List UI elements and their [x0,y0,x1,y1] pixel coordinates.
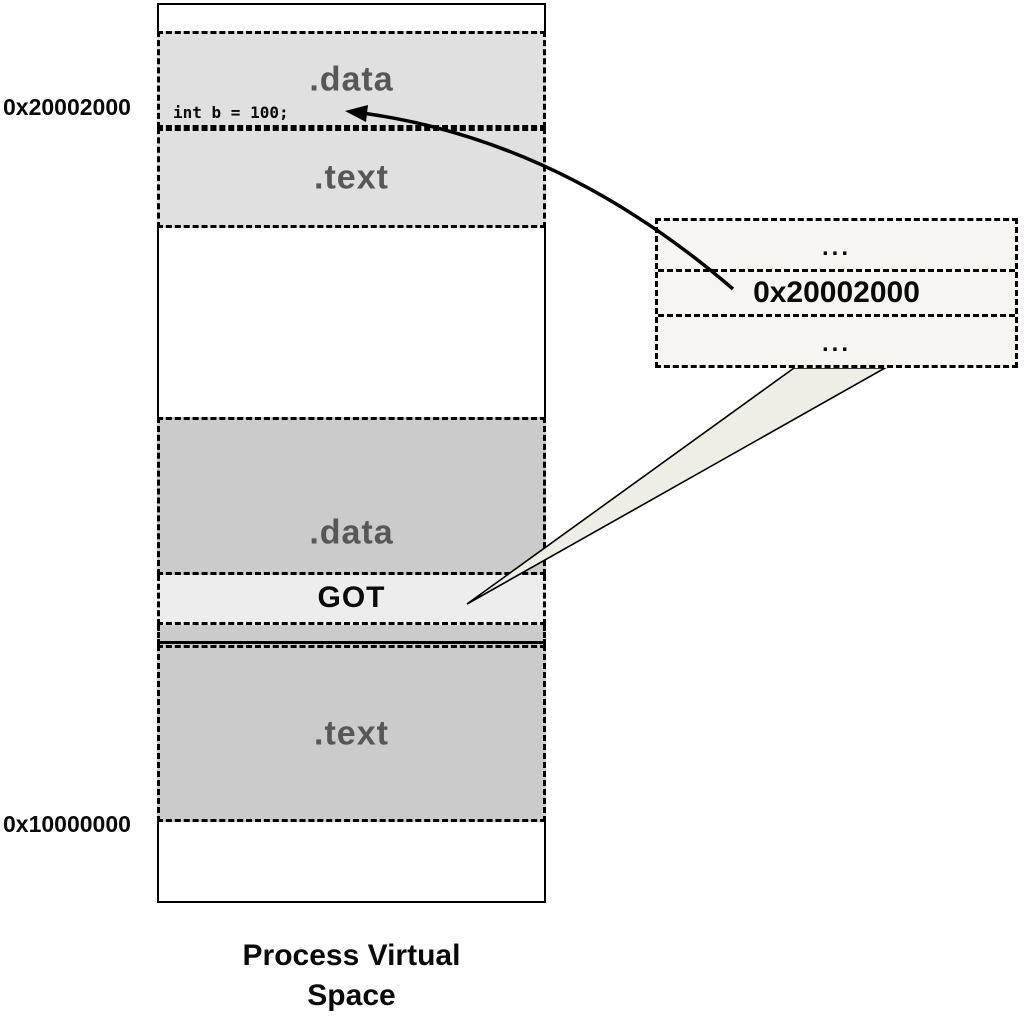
exe-data-label: .data [309,60,394,98]
got-table-row-bottom: ... [821,330,851,357]
section-exe-data: .data int b = 100; [157,31,546,128]
lib-data-label: .data [309,513,394,552]
code-annotation: int b = 100; [173,103,289,122]
section-lib-text: .text [157,645,546,822]
section-lib-data: .data [157,417,546,575]
section-exe-text: .text [157,128,546,228]
lib-text-label: .text [314,714,389,752]
section-boundary-line [157,641,546,644]
section-strip [157,625,546,645]
diagram-title: Process Virtual Space [157,936,546,1016]
got-zoom-table: ... 0x20002000 ... [655,218,1018,368]
address-label-top: 0x20002000 [3,94,131,120]
section-got: GOT [157,575,546,625]
got-table-row-address: 0x20002000 [658,272,1015,317]
diagram-title-line1: Process Virtual [242,939,461,972]
got-table-row-top: ... [658,221,1015,272]
diagram-title-line2: Space [307,979,396,1012]
exe-text-label: .text [314,158,389,197]
address-label-bottom: 0x10000000 [3,811,131,837]
got-label: GOT [317,581,386,614]
